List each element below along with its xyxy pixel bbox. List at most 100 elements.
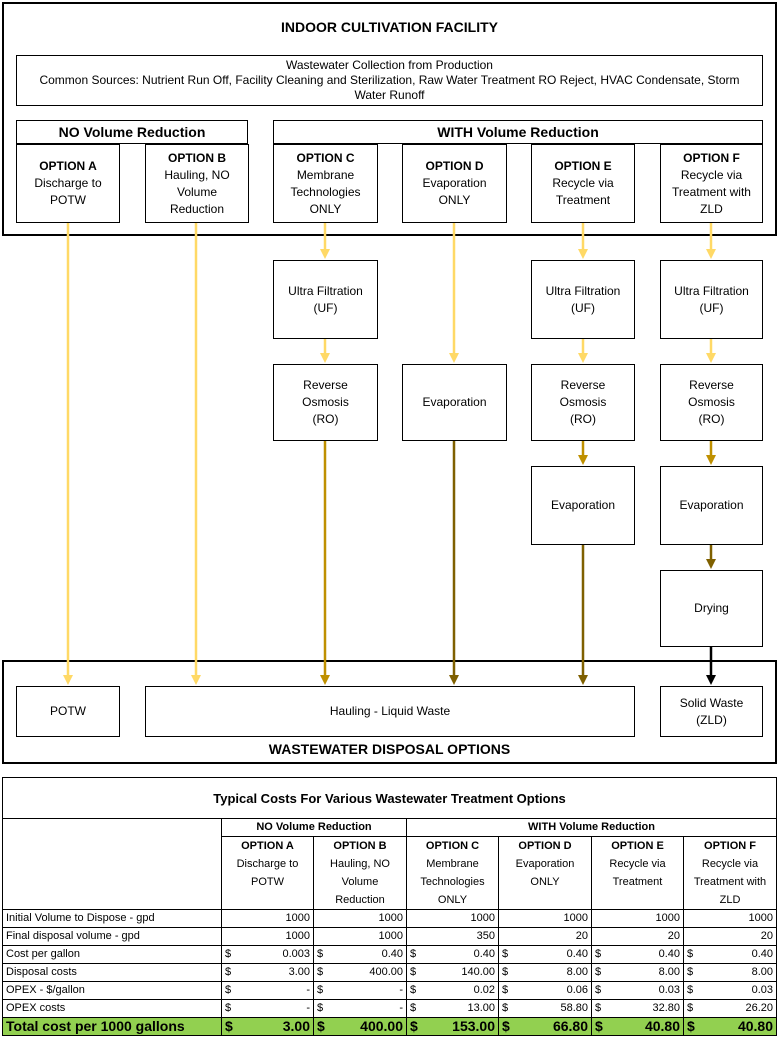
value: 20: [667, 930, 680, 942]
value: 0.40: [381, 948, 403, 960]
no-reduction-header: NO Volume Reduction: [16, 120, 248, 144]
currency-symbol: $: [502, 966, 509, 978]
value: 20: [575, 930, 588, 942]
drying-box-f: Drying: [660, 570, 763, 647]
currency-symbol: $: [410, 948, 417, 960]
value: 40.80: [644, 1018, 680, 1035]
row-value: $40.80: [591, 1017, 684, 1036]
value: 1000: [655, 912, 680, 924]
uf-label-e: Ultra Filtration (UF): [545, 283, 621, 315]
option-a-title: OPTION A: [39, 159, 97, 173]
value: 140.00: [461, 966, 495, 978]
option-c-box: OPTION C Membrane Technologies ONLY: [273, 144, 378, 223]
value: 1000: [563, 912, 588, 924]
currency-symbol: $: [502, 1002, 509, 1014]
currency-symbol: $: [502, 984, 509, 996]
value: -: [399, 1002, 403, 1014]
row-label: Final disposal volume - gpd: [2, 927, 222, 946]
row-value: $-: [221, 981, 314, 1000]
ro-box-c: Reverse Osmosis (RO): [273, 364, 378, 441]
table-group-no: NO Volume Reduction: [221, 818, 407, 837]
collection-box: Wastewater Collection from Production Co…: [16, 55, 763, 106]
disposal-title: WASTEWATER DISPOSAL OPTIONS: [268, 741, 511, 757]
currency-symbol: $: [595, 948, 602, 960]
row-value: $40.80: [682, 1017, 778, 1036]
row-value: $0.02: [406, 981, 499, 1000]
value: 0.40: [566, 948, 588, 960]
option-a-desc: Discharge to POTW: [34, 176, 102, 207]
option-c-title: OPTION C: [296, 150, 355, 165]
option-b-title: OPTION B: [167, 150, 226, 165]
row-label: Total cost per 1000 gallons: [2, 1017, 222, 1036]
evap-box-f: Evaporation: [660, 466, 763, 545]
value: 0.40: [658, 948, 680, 960]
row-value: $8.00: [682, 963, 778, 982]
table-group-with: WITH Volume Reduction: [405, 818, 778, 837]
row-value: $-: [313, 981, 407, 1000]
ro-label-c: Reverse Osmosis (RO): [302, 378, 349, 426]
row-value: 1000: [682, 909, 778, 928]
currency-symbol: $: [225, 948, 232, 960]
currency-symbol: $: [225, 966, 232, 978]
row-label: OPEX costs: [2, 999, 222, 1018]
option-e-box: OPTION E Recycle via Treatment: [531, 144, 635, 223]
flow-arrows: [63, 223, 716, 685]
value: 1000: [378, 930, 403, 942]
value: 400.00: [369, 966, 403, 978]
currency-symbol: $: [410, 1018, 418, 1035]
currency-symbol: $: [317, 966, 324, 978]
value: 0.03: [658, 984, 680, 996]
facility-title: INDOOR CULTIVATION FACILITY: [281, 19, 498, 35]
row-value: 20: [591, 927, 684, 946]
currency-symbol: $: [410, 1002, 417, 1014]
ro-label-f: Reverse Osmosis (RO): [688, 378, 735, 426]
row-value: 1000: [313, 909, 407, 928]
row-value: 20: [682, 927, 778, 946]
row-label: Initial Volume to Dispose - gpd: [2, 909, 222, 928]
table-row: OPEX costs$-$-$13.00$58.80$32.80$26.20: [2, 999, 778, 1018]
value: 1000: [285, 912, 310, 924]
row-value: $140.00: [406, 963, 499, 982]
row-value: $0.40: [591, 945, 684, 964]
table-caption: Typical Costs For Various Wastewater Tre…: [1, 777, 778, 819]
option-b-box: OPTION B Hauling, NO Volume Reduction: [145, 144, 249, 223]
solid-waste-label: Solid Waste (ZLD): [679, 695, 744, 727]
option-c-desc: Membrane Technologies ONLY: [290, 167, 361, 216]
value: 13.00: [467, 1002, 495, 1014]
row-value: $400.00: [313, 963, 407, 982]
value: 0.03: [751, 984, 774, 996]
evap-box-e: Evaporation: [531, 466, 635, 545]
value: 400.00: [360, 1018, 403, 1035]
value: 32.80: [652, 1002, 680, 1014]
value: -: [306, 1002, 310, 1014]
row-value: $0.06: [498, 981, 592, 1000]
collection-title: Wastewater Collection from Production: [286, 58, 493, 72]
value: 153.00: [452, 1018, 495, 1035]
option-a-box: OPTION A Discharge to POTW: [16, 144, 120, 223]
currency-symbol: $: [225, 984, 232, 996]
option-d-title: OPTION D: [425, 159, 484, 173]
value: 350: [476, 930, 495, 942]
value: 0.40: [473, 948, 495, 960]
uf-label-f: Ultra Filtration (UF): [674, 283, 749, 315]
ro-box-f: Reverse Osmosis (RO): [660, 364, 763, 441]
row-value: $0.003: [221, 945, 314, 964]
value: -: [399, 984, 403, 996]
currency-symbol: $: [687, 966, 694, 978]
total-row: Total cost per 1000 gallons$3.00 $400.00 $…: [2, 1017, 778, 1036]
value: 20: [760, 930, 774, 942]
ro-label-e: Reverse Osmosis (RO): [559, 378, 607, 426]
with-reduction-header: WITH Volume Reduction: [273, 120, 763, 144]
value: 66.80: [552, 1018, 588, 1035]
value: 0.02: [473, 984, 495, 996]
currency-symbol: $: [595, 1002, 602, 1014]
uf-box-f: Ultra Filtration (UF): [660, 260, 763, 339]
row-value: 1000: [498, 909, 592, 928]
currency-symbol: $: [687, 984, 694, 996]
row-value: $3.00: [221, 1017, 314, 1036]
potw-label: POTW: [50, 704, 86, 718]
